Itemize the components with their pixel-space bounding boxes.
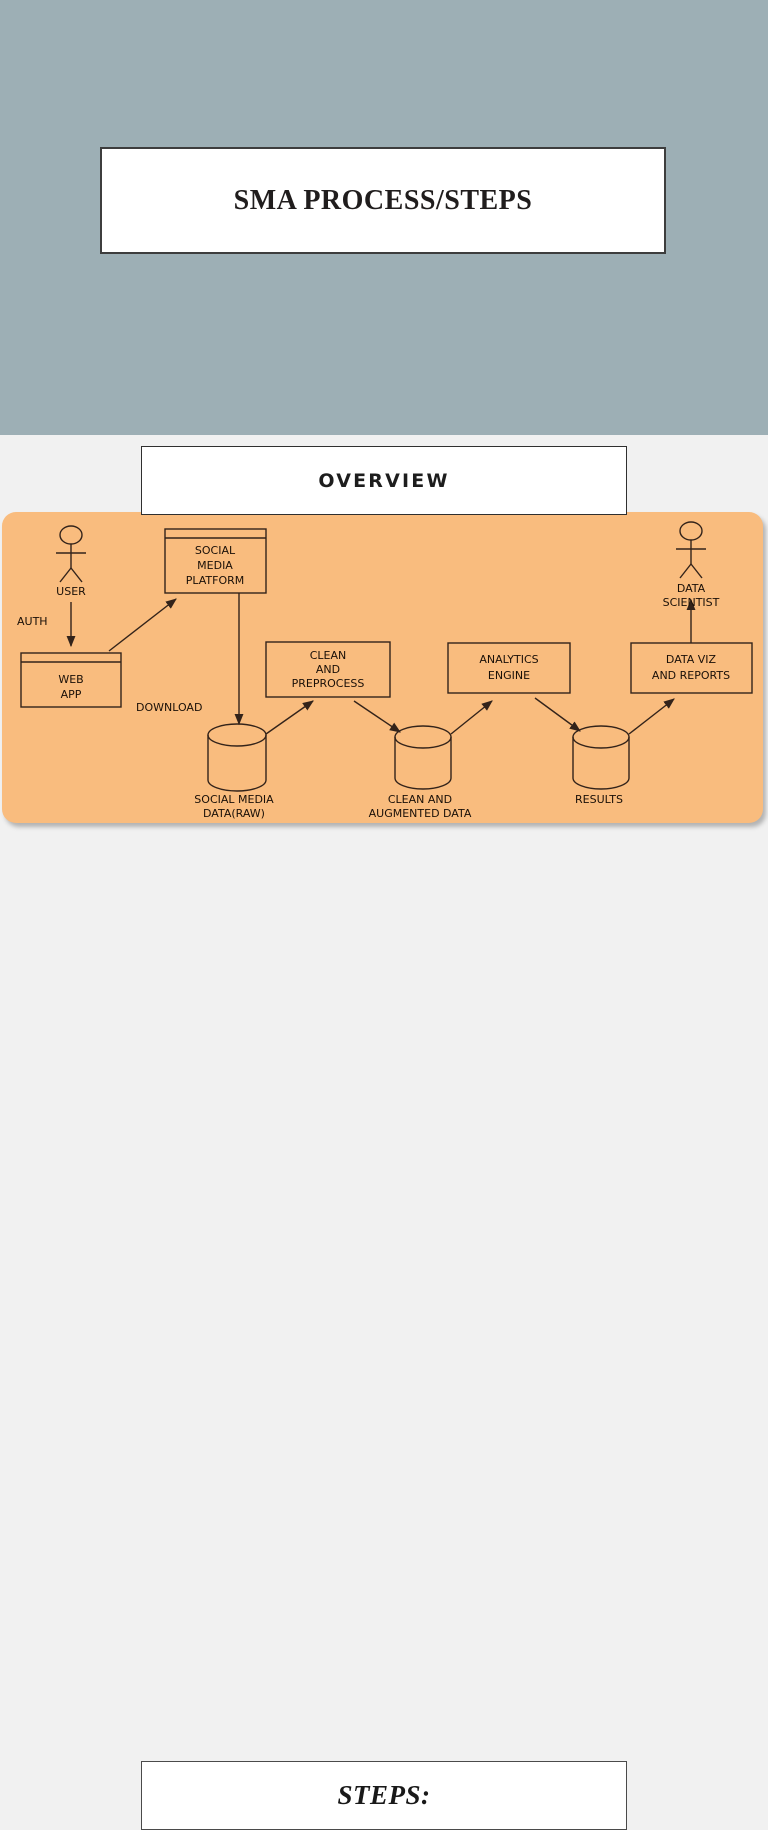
edge-label-auth: AUTH — [17, 615, 48, 628]
component-social-media-platform: SOCIAL MEDIA PLATFORM — [164, 528, 267, 594]
datastore-social-media-data-raw: SOCIAL MEDIA DATA(RAW) — [194, 723, 274, 820]
component-web-app: WEB APP — [20, 652, 122, 708]
datastore-results: RESULTS — [572, 725, 630, 806]
actor-data-scientist-label-1: DATA — [677, 582, 706, 595]
datastore-cleandata-label-1: CLEAN AND — [388, 793, 452, 806]
overview-title: OVERVIEW — [318, 469, 450, 492]
architecture-diagram-panel: USER AUTH WEB APP SOCIAL MEDIA PLATFORM … — [2, 512, 763, 823]
edge-rawdata-to-preprocess — [265, 700, 314, 735]
actor-user-icon — [56, 525, 86, 583]
component-analytics-label-1: ANALYTICS — [479, 653, 538, 666]
component-preprocess-label-3: PREPROCESS — [292, 677, 365, 690]
edge-webapp-to-platform — [108, 598, 177, 652]
steps-textbox: STEPS: — [141, 1761, 627, 1830]
architecture-diagram: USER AUTH WEB APP SOCIAL MEDIA PLATFORM … — [17, 521, 753, 820]
component-web-app-label-1: WEB — [58, 673, 83, 686]
component-dataviz-label-2: AND REPORTS — [652, 669, 730, 682]
steps-title: STEPS: — [337, 1780, 431, 1810]
component-dataviz-label-1: DATA VIZ — [666, 653, 717, 666]
component-analytics-label-2: ENGINE — [488, 669, 530, 682]
page-title: SMA PROCESS/STEPS — [233, 184, 533, 216]
overview-textbox: OVERVIEW — [141, 446, 627, 515]
title-slide: SMA PROCESS/STEPS — [0, 0, 768, 435]
component-preprocess-label-2: AND — [316, 663, 340, 676]
datastore-clean-and-augmented-data: CLEAN AND AUGMENTED DATA — [369, 725, 472, 820]
edge-preprocess-to-cleandata — [353, 700, 401, 733]
datastore-cleandata-label-2: AUGMENTED DATA — [369, 807, 472, 820]
edge-label-download: DOWNLOAD — [136, 701, 202, 714]
component-platform-label-2: MEDIA — [197, 559, 233, 572]
component-analytics-engine: ANALYTICS ENGINE — [447, 642, 571, 694]
datastore-rawdata-label-2: DATA(RAW) — [203, 807, 265, 820]
component-platform-label-3: PLATFORM — [186, 574, 245, 587]
component-platform-label-1: SOCIAL — [195, 544, 236, 557]
datastore-results-label-1: RESULTS — [575, 793, 623, 806]
steps-slide: STEPS: — [0, 830, 768, 1830]
component-web-app-label-2: APP — [61, 688, 82, 701]
actor-data-scientist-icon — [676, 521, 706, 579]
edge-cleandata-to-analytics — [450, 700, 493, 735]
component-preprocess-label-1: CLEAN — [310, 649, 347, 662]
datastore-rawdata-label-1: SOCIAL MEDIA — [194, 793, 274, 806]
component-clean-and-preprocess: CLEAN AND PREPROCESS — [265, 641, 391, 698]
edge-analytics-to-results — [534, 697, 581, 732]
edge-results-to-dataviz — [628, 698, 675, 735]
title-textbox: SMA PROCESS/STEPS — [100, 147, 666, 254]
actor-data-scientist-label-2: SCIENTIST — [663, 596, 720, 609]
component-data-viz-and-reports: DATA VIZ AND REPORTS — [630, 642, 753, 694]
actor-user-label: USER — [56, 585, 86, 598]
